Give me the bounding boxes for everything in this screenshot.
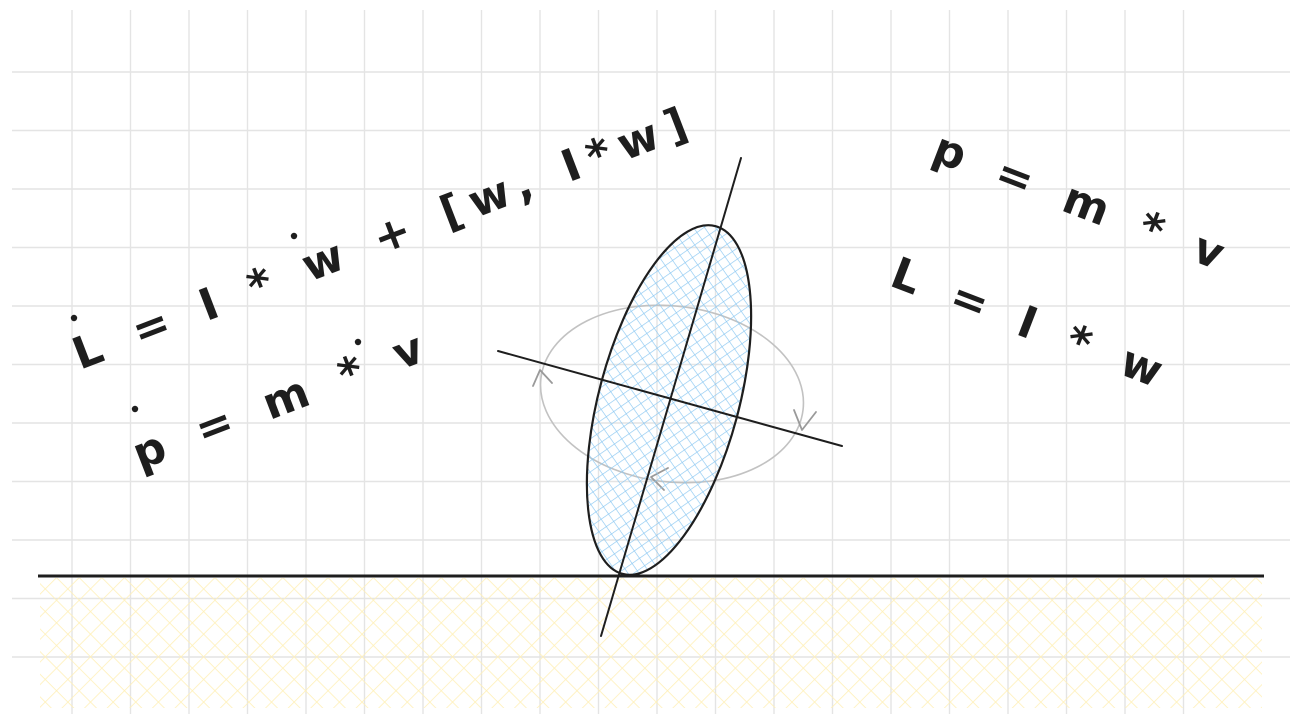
- rigid-body-ellipse: [585, 224, 753, 576]
- derivative-dot: [70, 314, 78, 322]
- rotation-axis: [600, 157, 742, 637]
- horizontal-axis: [497, 350, 843, 447]
- ground-fill: [40, 578, 1262, 708]
- equation-right-bottom: L = I * w: [884, 248, 1179, 402]
- derivative-dot: [354, 338, 362, 346]
- derivative-dot: [131, 405, 139, 413]
- equation-right-top: p = m * v: [926, 123, 1240, 284]
- curved-arrow-icon: [793, 409, 817, 431]
- equation-angular-momentum: L = I * w: [884, 248, 1179, 402]
- curved-arrow-icon: [532, 369, 553, 387]
- equation-linear-momentum: p = m * v: [926, 123, 1240, 284]
- derivative-dot: [290, 232, 298, 240]
